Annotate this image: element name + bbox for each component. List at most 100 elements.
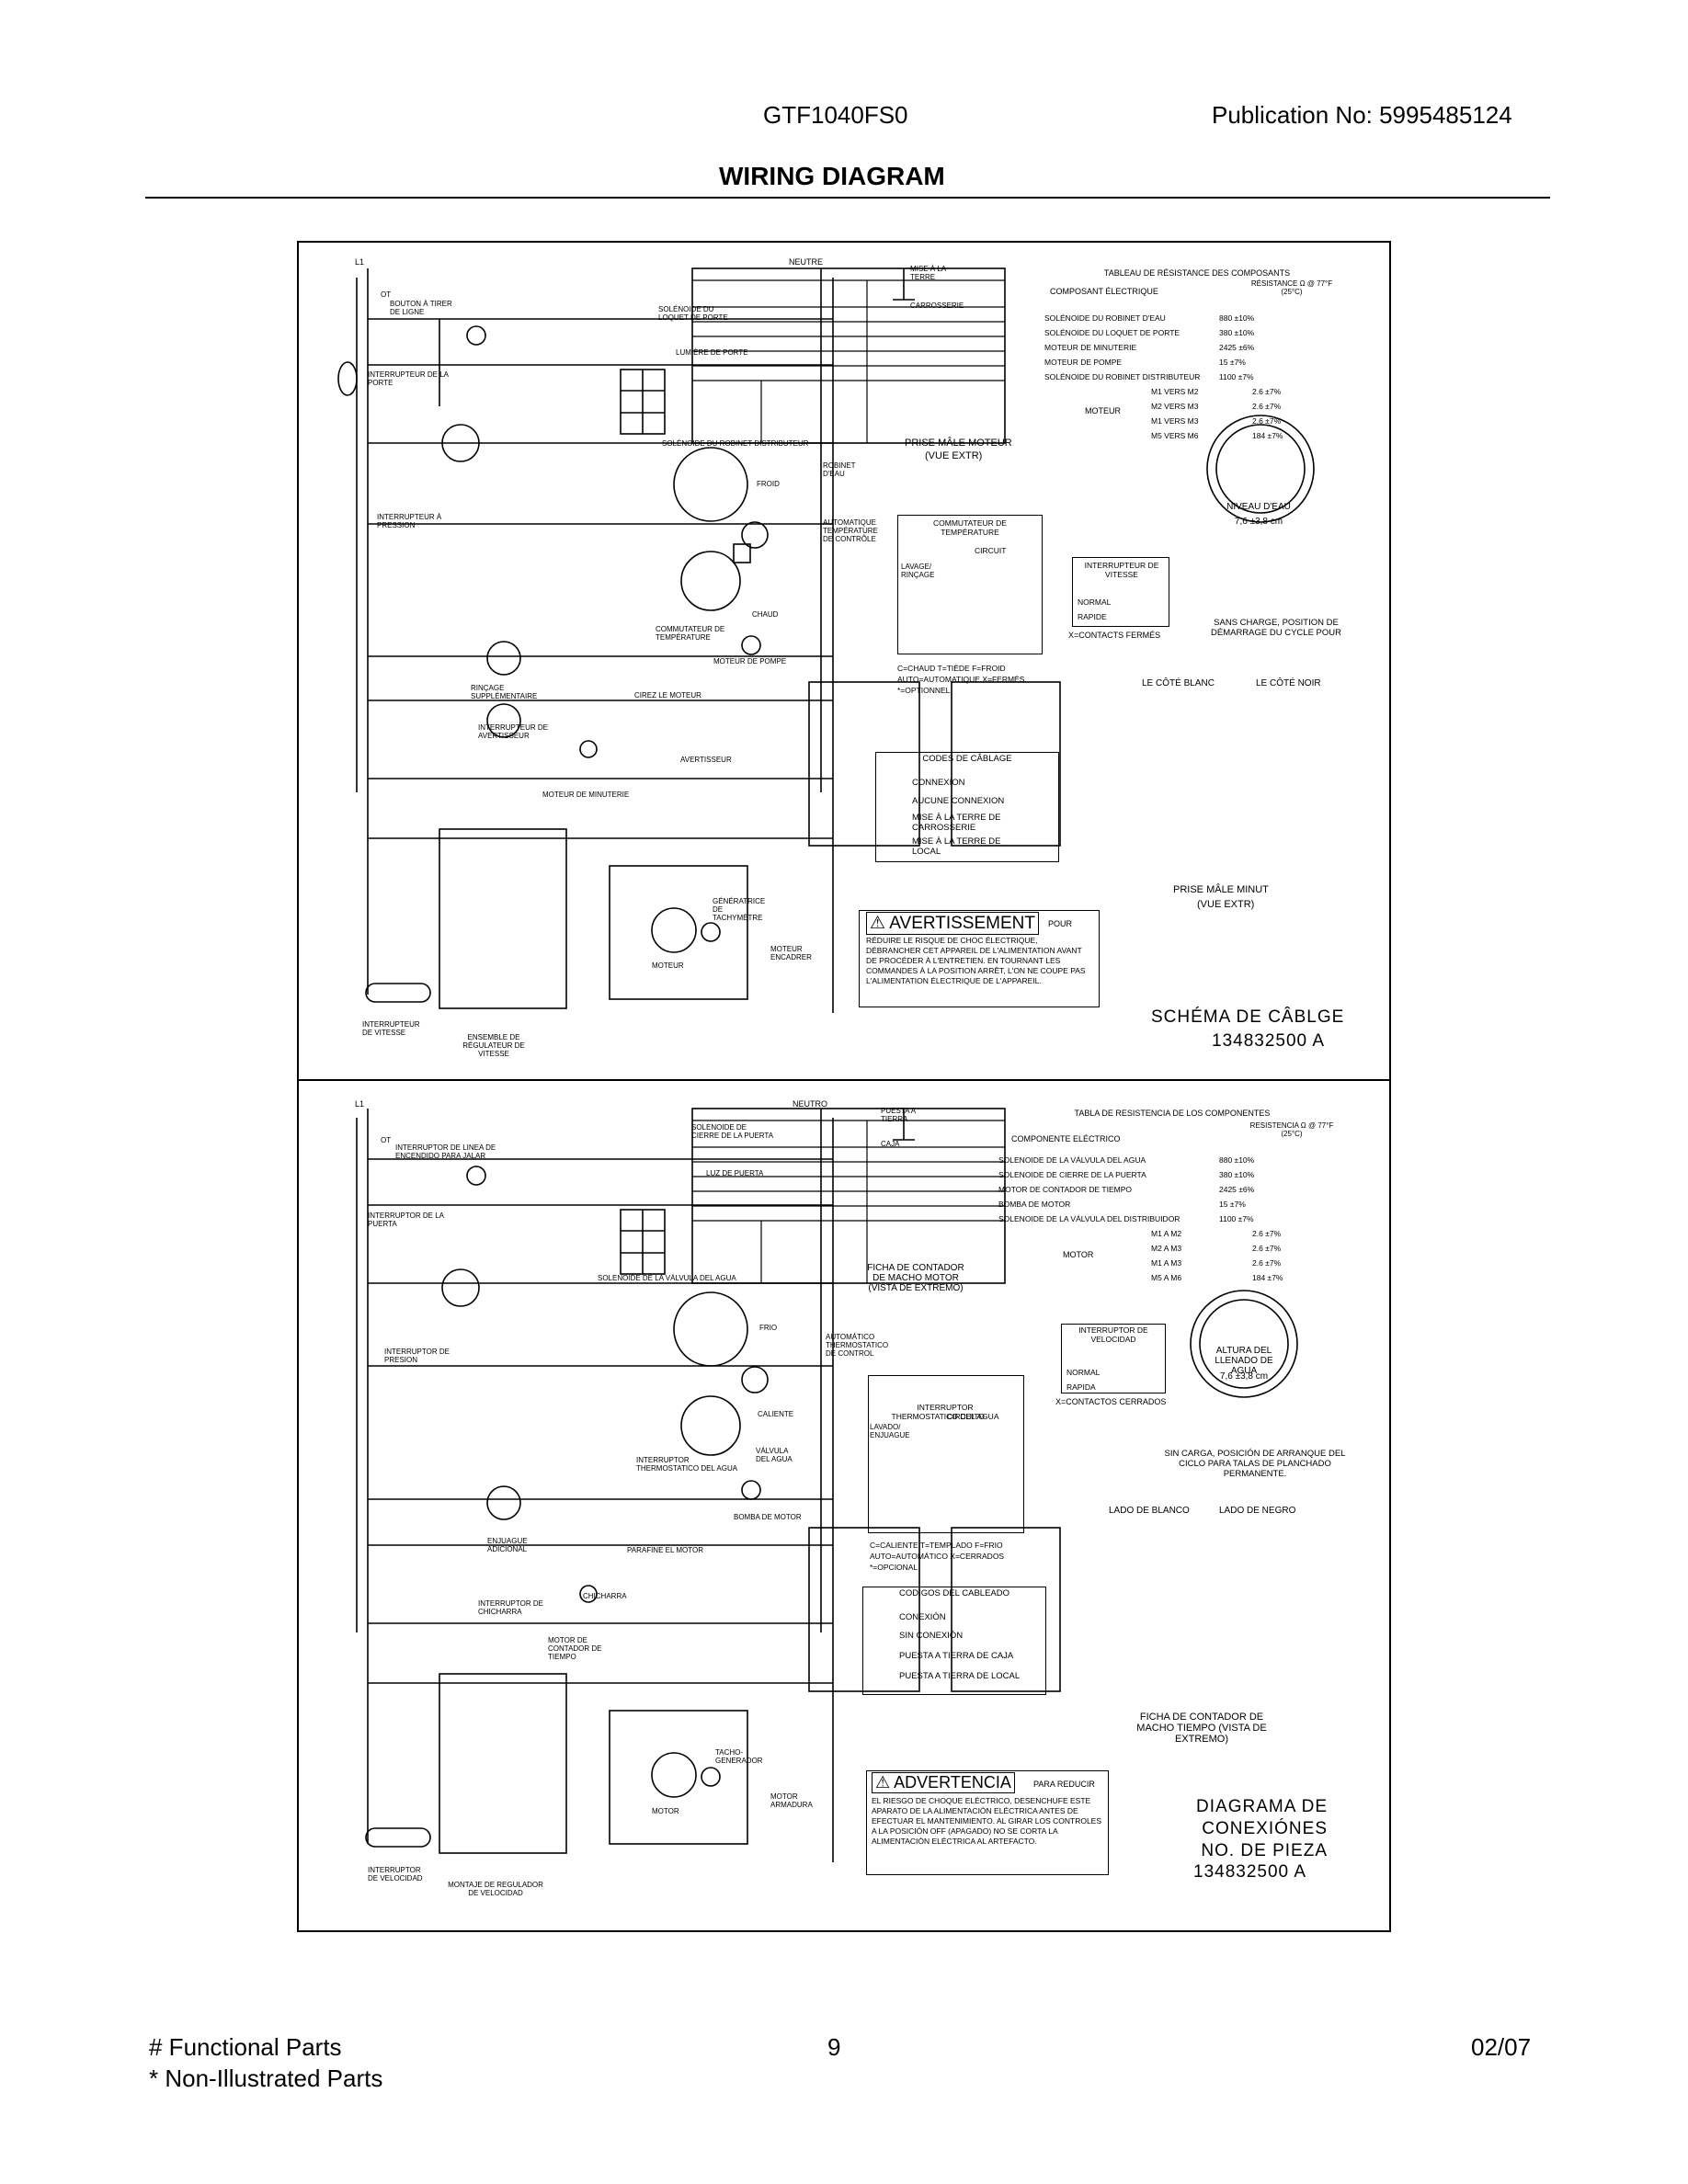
fr-row-value: 380 ±10%: [1219, 328, 1255, 337]
es-row-value: 15 ±7%: [1219, 1200, 1246, 1209]
es-sol-valvula-label: SOLENOIDE DE LA VÁLVULA DEL AGUA: [598, 1274, 736, 1282]
fr-commutateur-temp-label: COMMUTATEUR DE TEMPÉRATURE: [656, 625, 725, 642]
fr-carrosserie-label: CARROSSERIE: [910, 301, 964, 310]
fr-motor-row-label: M5 VERS M6: [1151, 431, 1199, 440]
header-rule: [145, 197, 1550, 199]
es-resistance-table-title: TABLA DE RESISTENCIA DE LOS COMPONENTES: [1074, 1109, 1271, 1118]
fr-generatrice-label: GÉNÉRATRICE DE TACHYMÈTRE: [713, 897, 766, 922]
es-circuito-header: CIRCUITO: [947, 1412, 985, 1421]
fr-row-label: SOLÉNOIDE DU ROBINET D'EAU: [1044, 313, 1166, 323]
es-legend-auto: AUTO=AUTOMÁTICO X=CERRADOS: [870, 1552, 1005, 1561]
fr-code-carrosserie: MISE À LA TERRE DE CARROSSERIE: [912, 813, 1001, 833]
es-col-resistance: RESISTENCIA Ω @ 77°F (25°C): [1249, 1121, 1334, 1138]
fr-bouton-label: BOUTON À TIRER DE LIGNE: [390, 300, 452, 316]
fr-row-label: SOLÉNOIDE DU LOQUET DE PORTE: [1044, 328, 1180, 337]
footer-date: 02/07: [1471, 2033, 1532, 2061]
es-int-velocidad-label: INTERRUPTOR DE VELOCIDAD: [368, 1866, 423, 1883]
es-diagrama-title: DIAGRAMA DE CONEXIÓNES NO. DE PIEZA: [1196, 1797, 1328, 1860]
fr-row-value: 880 ±10%: [1219, 313, 1255, 323]
es-int-puerta-label: INTERRUPTOR DE LA PUERTA: [368, 1211, 444, 1228]
fr-speed-normal: NORMAL: [1078, 597, 1112, 607]
es-frio-label: FRIO: [759, 1324, 778, 1332]
es-montaje-label: MONTAJE DE REGULADOR DE VELOCIDAD: [448, 1881, 543, 1897]
es-row-value: 1100 ±7%: [1219, 1214, 1254, 1223]
es-warning-title: ⚠ ADVERTENCIA: [872, 1772, 1015, 1793]
fr-resistance-rows: SOLÉNOIDE DU ROBINET D'EAU 880 ±10% SOLÉN…: [1044, 311, 1350, 384]
fr-ensemble-label: ENSEMBLE DE RÉGULATEUR DE VITESSE: [462, 1033, 525, 1058]
fr-commutateur-table: [897, 515, 1043, 654]
fr-chaud-label: CHAUD: [752, 610, 779, 619]
es-warning-box: [866, 1770, 1109, 1875]
diagram-divider: [297, 1079, 1391, 1081]
fr-code-local: MISE À LA TERRE DE LOCAL: [912, 836, 1001, 857]
es-code-local: PUESTA A TIERRA DE LOCAL: [899, 1671, 1021, 1681]
fr-motor-row-label: M1 VERS M2: [1151, 387, 1199, 396]
fr-codes-box: [875, 752, 1059, 862]
es-codes-box: [862, 1587, 1046, 1695]
es-termostatico-table-title: INTERRUPTOR THERMOSTATICO DEL AGUA: [891, 1403, 999, 1421]
page-title: WIRING DIAGRAM: [719, 162, 945, 190]
es-bomba-label: BOMBA DE MOTOR: [734, 1513, 802, 1521]
french-wiring-schematic: [337, 267, 1315, 1013]
es-puesta-tierra-label: PUESTA A TIERRA: [881, 1107, 916, 1123]
fr-cote-noir-label: LE CÔTÉ NOIR: [1256, 678, 1321, 688]
es-int-chicharra-label: INTERRUPTOR DE CHICHARRA: [478, 1599, 543, 1616]
es-neutro-label: NEUTRO: [793, 1099, 827, 1109]
es-row-label: BOMBA DE MOTOR: [998, 1200, 1071, 1209]
es-motor-label: MOTOR: [652, 1807, 679, 1815]
es-valvula-label: VÁLVULA DEL AGUA: [756, 1447, 793, 1463]
es-motor-row-label: M5 A M6: [1151, 1273, 1182, 1282]
es-chicharra-label: CHICHARRA: [583, 1592, 627, 1600]
es-motor-row-label: M2 A M3: [1151, 1244, 1182, 1253]
fr-prise-moteur-label: PRISE MÂLE MOTEUR: [905, 438, 1012, 449]
fr-int-avert-label: INTERRUPTEUR DE AVERTISSEUR: [478, 723, 549, 740]
es-speed-table-title: INTERRUPTOR DE VELOCIDAD: [1078, 1325, 1148, 1344]
fr-circuit-header: CIRCUIT: [975, 546, 1007, 555]
es-row-label: SOLENOIDE DE LA VÁLVULA DEL DISTRIBUIDOR: [998, 1214, 1180, 1223]
es-lado-negro-label: LADO DE NEGRO: [1219, 1506, 1296, 1516]
fr-speed-rapide: RAPIDE: [1078, 612, 1107, 621]
fr-lavage-header: LAVAGE/ RINÇAGE: [901, 563, 935, 579]
fr-row-label: MOTEUR DE MINUTERIE: [1044, 343, 1137, 352]
fr-legend-temp: C=CHAUD T=TIÈDE F=FROID: [897, 664, 1006, 673]
fr-niveau-label: NIVEAU D'EAU: [1226, 502, 1291, 512]
es-motor-contador-label: MOTOR DE CONTADOR DE TIEMPO: [548, 1636, 602, 1661]
fr-commutateur-table-title: COMMUTATEUR DE TEMPÉRATURE: [933, 518, 1007, 537]
fr-row-label: SOLÉNOIDE DU ROBINET DISTRIBUTEUR: [1044, 372, 1201, 381]
fr-row-value: 15 ±7%: [1219, 358, 1246, 367]
es-motor-row-label: M1 A M3: [1151, 1258, 1182, 1268]
fr-resistance-table-title: TABLEAU DE RÉSISTANCE DES COMPOSANTS: [1103, 268, 1291, 278]
fr-motor-row-label: M2 VERS M3: [1151, 402, 1199, 411]
es-termostatico-table: [868, 1375, 1024, 1533]
fr-cirez-label: CIREZ LE MOTEUR: [634, 691, 701, 700]
fr-sol-robinet-label: SOLÉNOIDE DU ROBINET DISTRIBUTEUR: [662, 439, 809, 448]
es-altura-label: ALTURA DEL LLENADO DE AGUA: [1215, 1346, 1273, 1376]
es-ot-label: OT: [381, 1136, 392, 1144]
fr-warning-title-text: AVERTISSEMENT: [889, 914, 1035, 933]
es-row-value: 880 ±10%: [1219, 1155, 1255, 1165]
es-ficha-motor-label: FICHA DE CONTADOR DE MACHO MOTOR (VISTA …: [867, 1263, 964, 1293]
fr-code-connexion: CONNEXION: [912, 778, 965, 788]
es-col-component: COMPONENTE ELÉCTRICO: [1011, 1134, 1121, 1143]
fr-int-porte-label: INTERRUPTEUR DE LA PORTE: [368, 370, 449, 387]
model-number: GTF1040FS0: [763, 101, 908, 129]
publication-number: Publication No: 5995485124: [1212, 101, 1512, 129]
es-motor-table-label: MOTOR: [1063, 1250, 1094, 1259]
es-speed-rapida: RAPIDA: [1066, 1382, 1096, 1392]
es-interruptor-linea-label: INTERRUPTOR DE LINEA DE ENCENDIDO PARA J…: [395, 1143, 496, 1160]
fr-int-vitesse-label: INTERRUPTEUR DE VITESSE: [362, 1020, 420, 1037]
fr-legend-opt: *=OPTIONNEL: [897, 686, 951, 695]
es-motor-row-value: 184 ±7%: [1252, 1273, 1283, 1282]
fr-neutre-label: NEUTRE: [789, 257, 824, 267]
fr-motor-row-value: 184 ±7%: [1252, 431, 1283, 440]
es-lavado-header: LAVADO/ ENJUAGUE: [870, 1423, 910, 1439]
fr-part-number: 134832500 A: [1212, 1031, 1326, 1051]
fr-lumiere-label: LUMIÈRE DE PORTE: [676, 348, 748, 357]
diagram-frame: [297, 241, 1391, 1932]
es-code-caja: PUESTA A TIERRA DE CAJA: [899, 1651, 1014, 1661]
fr-l1-label: L1: [355, 257, 365, 267]
es-tacho-label: TACHO- GENERADOR: [715, 1748, 763, 1765]
